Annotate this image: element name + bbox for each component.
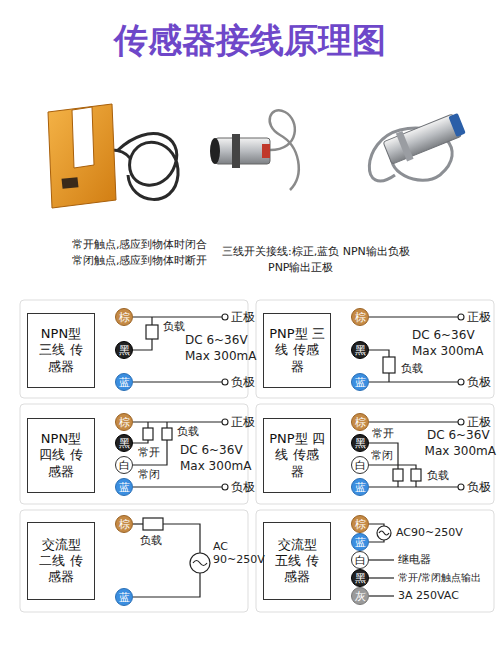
wire-color: 蓝 — [355, 377, 366, 388]
wire-color: 白 — [119, 460, 130, 471]
photoelectric-sensor-photo — [210, 110, 299, 190]
wire-color-terminal: 蓝 — [115, 478, 133, 496]
wire-color: 黑 — [119, 438, 130, 449]
wire-color: 蓝 — [355, 537, 366, 548]
wiring-label: 常闭 — [371, 449, 393, 462]
wiring-label: Max 300mA — [180, 459, 251, 473]
wire-color-terminal: 蓝 — [351, 373, 369, 391]
wires — [133, 317, 458, 597]
wiring-label: 负极 — [467, 480, 491, 494]
wire-color: 蓝 — [355, 482, 366, 493]
wiring-label: DC 6~36V — [180, 443, 243, 457]
wiring-label: 正极 — [231, 310, 255, 324]
wiring-label: 负极 — [231, 375, 255, 389]
wiring-label: 常开 — [138, 446, 160, 459]
sensor-box: NPN型 四线 传感器 — [27, 418, 95, 493]
wiring-label: 常开/常闭触点输出 — [398, 572, 481, 584]
wire-color: 黑 — [355, 438, 366, 449]
wire-color-terminal: 棕 — [115, 515, 133, 533]
wire-color-terminal: 白 — [115, 456, 133, 474]
wire-color: 棕 — [355, 519, 366, 530]
wiring-label: AC90~250V — [396, 526, 463, 539]
wiring-label: 负载 — [401, 362, 423, 375]
wiring-label: DC 6~36V — [412, 328, 475, 342]
sensor-name: NPN型 四线 传感器 — [33, 431, 89, 480]
wiring-label: AC 90~250V — [213, 540, 249, 566]
wire-color-terminal: 白 — [351, 456, 369, 474]
wire-color: 蓝 — [119, 592, 130, 603]
wire-color-terminal: 蓝 — [351, 533, 369, 551]
wire-color: 蓝 — [119, 482, 130, 493]
wire-color: 灰 — [355, 591, 366, 602]
wiring-label: 正极 — [467, 310, 491, 324]
wire-color-terminal: 黑 — [115, 341, 133, 359]
sensor-name: NPN型 三线 传感器 — [33, 326, 89, 375]
slot-sensor-photo — [48, 104, 178, 208]
wire-color-terminal: 黑 — [351, 434, 369, 452]
wiring-label: DC 6~36V — [185, 333, 248, 347]
wire-color-terminal: 白 — [351, 551, 369, 569]
wire-color-terminal: 黑 — [351, 569, 369, 587]
wire-color-terminal: 蓝 — [351, 478, 369, 496]
wire-color-terminal: 蓝 — [115, 373, 133, 391]
wiring-label: 负极 — [467, 375, 491, 389]
wire-color: 黑 — [355, 345, 366, 356]
inductive-sensor-photo — [369, 109, 467, 181]
sensor-name: PNP型 四线 传感器 — [269, 431, 325, 480]
wiring-label: Max 300mA — [425, 444, 496, 458]
wire-color-terminal: 棕 — [115, 308, 133, 326]
wiring-label: 继电器 — [398, 553, 431, 566]
wiring-label: 负载 — [427, 469, 449, 482]
wiring-label: Max 300mA — [185, 349, 256, 363]
sensor-box: NPN型 三线 传感器 — [27, 313, 95, 388]
wire-color-terminal: 棕 — [351, 413, 369, 431]
wire-color: 棕 — [119, 519, 130, 530]
wire-color-terminal: 棕 — [351, 515, 369, 533]
sensor-box: PNP型 四线 传感器 — [263, 418, 331, 493]
caption-text: 常开触点,感应到物体时闭合 — [72, 238, 208, 251]
sensor-name: 交流型 二线 传感器 — [33, 537, 89, 586]
wiring-label: 3A 250VAC — [398, 589, 459, 602]
wire-color-terminal: 黑 — [351, 341, 369, 359]
title: 传感器接线原理图 — [0, 20, 500, 61]
sensor-box: 交流型 二线 传感器 — [27, 522, 95, 600]
wire-color-terminal: 棕 — [351, 308, 369, 326]
wire-color: 白 — [355, 460, 366, 471]
sensor-name: 交流型 五线 传感器 — [269, 537, 325, 586]
wiring-label: 正极 — [467, 415, 491, 429]
caption-text: PNP输出正极 — [268, 261, 334, 274]
wire-color-terminal: 黑 — [115, 434, 133, 452]
wiring-label: 常闭 — [138, 468, 160, 481]
wiring-label: Max 300mA — [412, 344, 483, 358]
wiring-label: 负载 — [163, 320, 185, 333]
caption-text: 三线开关接线:棕正,蓝负 NPN输出负极 — [222, 245, 494, 258]
wire-color: 黑 — [355, 573, 366, 584]
wiring-label: 负极 — [231, 480, 255, 494]
wiring-label: DC 6~36V — [427, 428, 490, 442]
sensor-box: PNP型 三线 传感器 — [263, 313, 331, 388]
wire-color: 蓝 — [119, 377, 130, 388]
wiring-label: 负载 — [177, 425, 199, 438]
wiring-label: 常开 — [372, 427, 394, 440]
wire-color: 黑 — [119, 345, 130, 356]
wiring-label: 负载 — [140, 534, 162, 547]
wire-color-terminal: 灰 — [351, 587, 369, 605]
wire-color: 棕 — [119, 417, 130, 428]
wiring-label: 正极 — [231, 415, 255, 429]
wire-color: 白 — [355, 555, 366, 566]
wire-color: 棕 — [119, 312, 130, 323]
caption-text: 常闭触点,感应到物体时断开 — [72, 254, 208, 267]
wire-color-terminal: 蓝 — [115, 588, 133, 606]
wire-color-terminal: 棕 — [115, 413, 133, 431]
wire-color: 棕 — [355, 417, 366, 428]
panel-frame — [20, 300, 494, 612]
sensor-box: 交流型 五线 传感器 — [263, 522, 331, 600]
wire-color: 棕 — [355, 312, 366, 323]
sensor-name: PNP型 三线 传感器 — [269, 326, 325, 375]
